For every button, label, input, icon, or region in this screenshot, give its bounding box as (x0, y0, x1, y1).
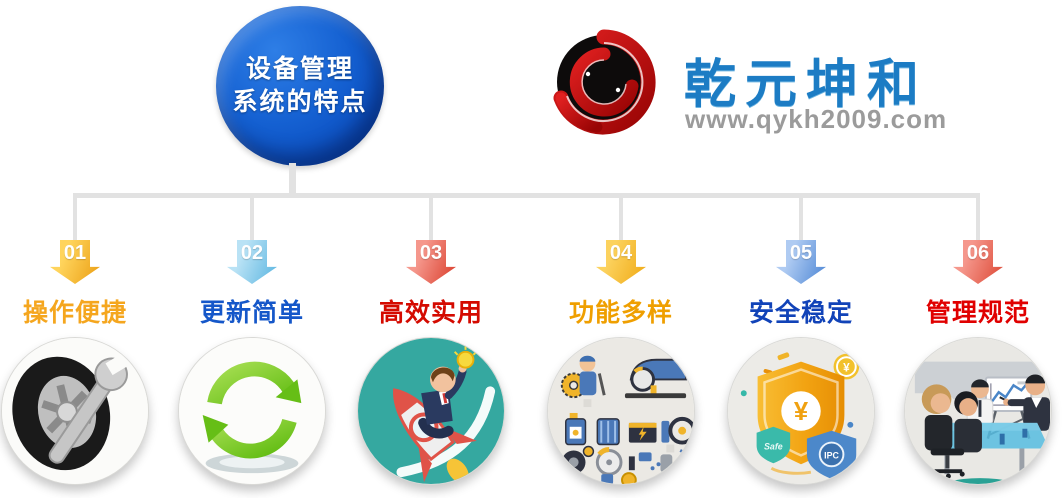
title-line-2: 系统的特点 (232, 88, 368, 116)
feature-column-4: 04 功能多样 (547, 240, 695, 485)
numbered-arrow-icon: 02 (227, 240, 277, 284)
feature-column-6: 06 管理规范 (904, 240, 1052, 485)
businessman-on-rocket-icon (358, 338, 504, 484)
connector-branch-3 (429, 196, 433, 242)
numbered-arrow-icon: 05 (776, 240, 826, 284)
numbered-arrow-icon: 04 (596, 240, 646, 284)
safe-shield-label: Safe (764, 441, 783, 451)
connector-branch-4 (619, 196, 623, 242)
feature-image-circle (547, 337, 695, 485)
feature-image-circle (1, 337, 149, 485)
feature-label: 高效实用 (378, 299, 483, 327)
title-bubble: 设备管理 系统的特点 (216, 6, 384, 166)
connector-branch-5 (799, 196, 803, 242)
feature-number: 06 (966, 242, 990, 264)
car-service-icons-icon (548, 338, 694, 484)
feature-image-circle (178, 337, 326, 485)
connector-crossbar (73, 193, 980, 198)
connector-branch-2 (250, 196, 254, 242)
feature-column-2: 02 更新简单 (178, 240, 326, 485)
connector-branch-6 (976, 196, 980, 242)
feature-number: 05 (789, 242, 813, 264)
connector-branch-1 (73, 196, 77, 242)
feature-column-1: 01 操作便捷 (1, 240, 149, 485)
title-line-1: 设备管理 (245, 55, 354, 83)
feature-label: 管理规范 (925, 299, 1030, 327)
feature-label: 操作便捷 (22, 299, 127, 327)
company-name: 乾元坤和 (684, 56, 929, 114)
meeting-room-icon (905, 338, 1051, 484)
feature-number: 02 (240, 242, 264, 264)
feature-image-circle (904, 337, 1052, 485)
feature-number: 01 (63, 242, 87, 264)
feature-number: 03 (419, 242, 443, 264)
numbered-arrow-icon: 06 (953, 240, 1003, 284)
feature-label: 功能多样 (568, 299, 673, 327)
feature-image-circle: ¥ ¥ Safe IPC (727, 337, 875, 485)
feature-column-3: 03 高效实用 (357, 240, 505, 485)
green-refresh-arrows-icon (179, 338, 325, 484)
company-website: www.qykh2009.com (685, 104, 948, 134)
security-shield-icon: ¥ ¥ Safe IPC (728, 338, 874, 484)
feature-number: 04 (609, 242, 633, 264)
numbered-arrow-icon: 03 (406, 240, 456, 284)
dragon-swirl-logo-icon (553, 29, 656, 135)
connector-stem (289, 163, 296, 194)
feature-label: 更新简单 (199, 299, 304, 327)
tire-wrench-icon (2, 338, 148, 484)
shield-yen-symbol: ¥ (794, 398, 809, 426)
numbered-arrow-icon: 01 (50, 240, 100, 284)
feature-image-circle (357, 337, 505, 485)
feature-label: 安全稳定 (748, 299, 853, 327)
feature-column-5: 05 安全稳定 ¥ ¥ (727, 240, 875, 485)
coin-yen-symbol: ¥ (843, 361, 850, 375)
ipc-shield-label: IPC (824, 450, 839, 460)
